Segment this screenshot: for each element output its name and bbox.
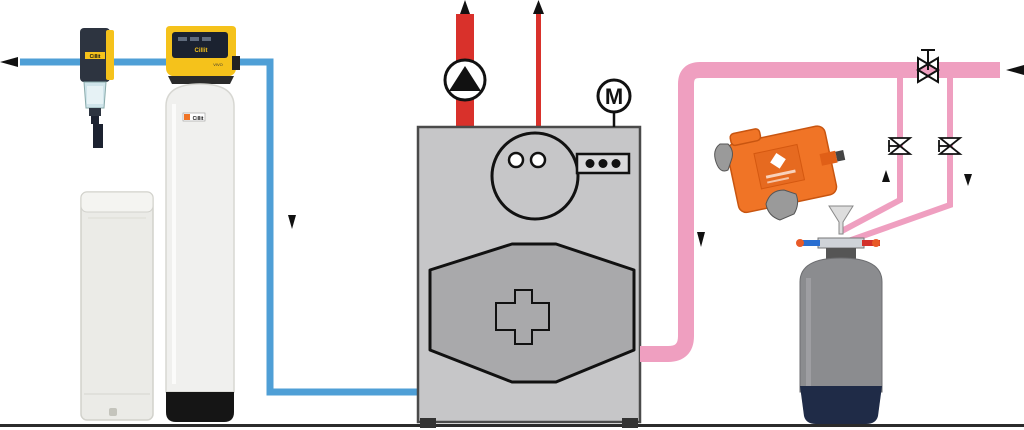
glove-icon: [714, 143, 733, 172]
burner-shape: [495, 289, 550, 345]
pump-icon: [443, 58, 487, 102]
heating-return-pipe: [640, 62, 1000, 362]
motor-label: M: [605, 84, 623, 109]
inflow-arrow-left-icon: [0, 57, 18, 67]
motor-icon: M: [596, 78, 632, 127]
flow-down-arrow-icon: [964, 174, 972, 186]
funnel-icon: [828, 205, 854, 235]
softener-control-head: Cillit VIVO: [166, 26, 240, 84]
canister-icon: [726, 125, 846, 214]
glove-icon-2: [765, 189, 799, 221]
softener-tank: Cillit: [165, 83, 235, 422]
sediment-filter: Cillit: [80, 28, 114, 148]
valve-icon: [916, 49, 940, 84]
inflow-arrow-left-icon-2: [1006, 65, 1024, 75]
boiler-gauge: [490, 131, 580, 221]
cold-water-pipe: [20, 58, 420, 396]
boiler-control-panel: [575, 152, 631, 175]
flow-up-arrow-icon: [882, 170, 890, 182]
brine-tank: [80, 191, 154, 421]
branch-valve-icon-2: [937, 137, 963, 155]
branch-valve-icon: [887, 137, 913, 155]
treatment-vessel: [796, 237, 883, 424]
flow-down-arrow-blue-icon: [288, 215, 296, 229]
outflow-arrow-up-icon-2: [533, 0, 544, 14]
floor-line: [0, 424, 1024, 427]
boiler: [416, 125, 642, 428]
flow-down-arrow-pink-icon: [697, 232, 705, 247]
filter-brand-label: Cillit: [90, 54, 101, 60]
control-head-brand-label: Cillit: [195, 48, 208, 54]
control-head-model-label: VIVO: [213, 62, 223, 67]
combustion-chamber-window: [428, 242, 636, 384]
outflow-arrow-up-icon: [460, 0, 470, 14]
tank-brand-label: Cillit: [193, 116, 204, 122]
